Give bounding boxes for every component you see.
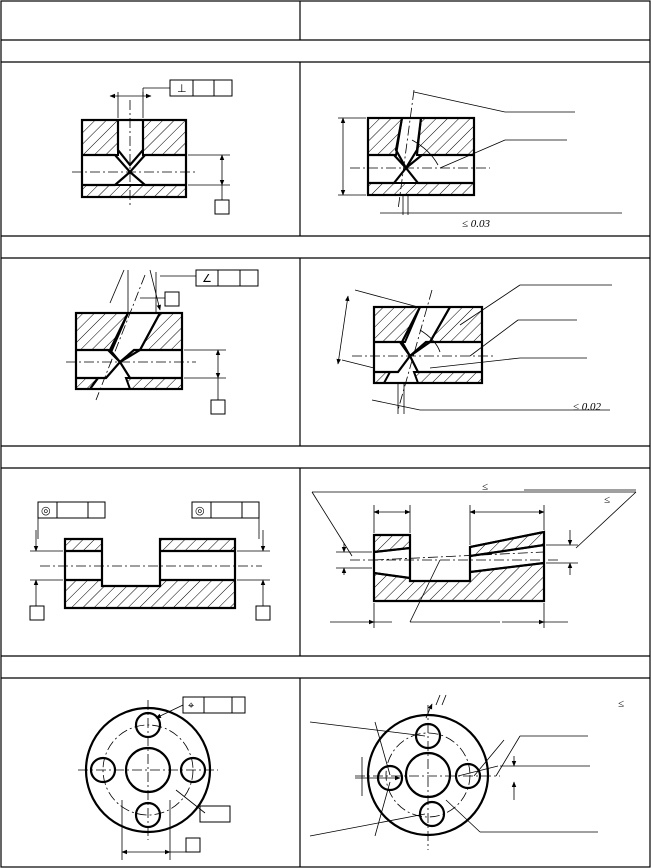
angularity-symbol: ∠ (202, 272, 212, 285)
row1-left-drawing: ⊥ (72, 79, 233, 215)
le-row3-b: ≤ (604, 494, 610, 506)
tolerance-value-row1: ≤ 0.03 (462, 218, 491, 230)
row4-right-drawing: ≤ (309, 694, 624, 850)
row3-right-drawing: ≤ ≤ (311, 481, 637, 628)
coaxiality-symbol-left: ◎ (41, 504, 51, 517)
row1-right-drawing: ≤ 0.03 (338, 89, 622, 230)
row2-right-drawing: ≤ 0.02 (336, 284, 612, 414)
le-row3-a: ≤ (482, 481, 488, 493)
le-row4: ≤ (618, 698, 624, 710)
row3-left-drawing: ◎ ◎ (29, 501, 271, 621)
row4-left-drawing: ⌖ (78, 696, 246, 860)
coaxiality-symbol-right: ◎ (195, 504, 205, 517)
tolerance-value-row2: ≤ 0.02 (573, 401, 602, 413)
row2-left-drawing: ∠ (66, 269, 259, 415)
position-symbol: ⌖ (188, 699, 194, 712)
perpendicularity-symbol: ⊥ (177, 82, 187, 95)
